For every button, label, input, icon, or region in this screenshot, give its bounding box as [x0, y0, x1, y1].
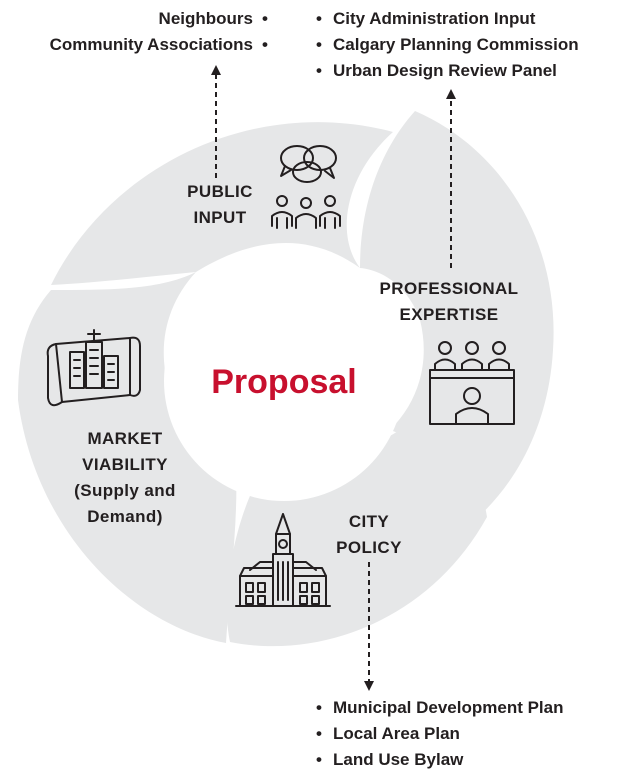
city-policy-label-line-1: CITY — [349, 512, 390, 531]
city-blueprint-icon — [46, 329, 141, 407]
professional-expertise-label: PROFESSIONAL EXPERTISE — [380, 279, 519, 324]
list-item: • Land Use Bylaw — [316, 750, 464, 769]
segment-public-input — [51, 122, 393, 285]
bullet: • — [316, 9, 322, 28]
bullet: • — [316, 61, 322, 80]
professional-expertise-label-line-1: PROFESSIONAL — [380, 279, 519, 298]
market-viability-label-line-1: MARKET — [87, 429, 162, 448]
segment-professional-expertise — [360, 111, 554, 520]
professional-expertise-item-1: City Administration Input — [333, 9, 536, 28]
professional-expertise-item-2: Calgary Planning Commission — [333, 35, 579, 54]
bullet: • — [316, 724, 322, 743]
professional-expertise-label-line-2: EXPERTISE — [399, 305, 498, 324]
list-item: • Municipal Development Plan — [316, 698, 564, 717]
market-viability-label: MARKET VIABILITY (Supply and Demand) — [74, 429, 176, 526]
professional-expertise-list: • City Administration Input • Calgary Pl… — [316, 9, 579, 80]
city-hall-icon — [235, 513, 331, 607]
list-item: • Local Area Plan — [316, 724, 460, 743]
panel-meeting-icon — [429, 341, 515, 425]
list-item: Neighbours • — [159, 9, 268, 28]
public-input-label: PUBLIC INPUT — [187, 182, 253, 227]
market-viability-label-line-2: VIABILITY — [82, 455, 168, 474]
city-policy-item-2: Local Area Plan — [333, 724, 460, 743]
bullet: • — [316, 698, 322, 717]
bullet: • — [316, 750, 322, 769]
list-item: Community Associations • — [50, 35, 268, 54]
public-input-label-line-1: PUBLIC — [187, 182, 253, 201]
city-policy-list: • Municipal Development Plan • Local Are… — [316, 698, 564, 769]
center-label: Proposal — [211, 363, 356, 401]
bullet: • — [316, 35, 322, 54]
people-discussion-icon — [271, 145, 341, 229]
center-circle — [164, 261, 404, 501]
list-item: • Calgary Planning Commission — [316, 35, 579, 54]
city-policy-item-1: Municipal Development Plan — [333, 698, 564, 717]
segment-market-viability — [18, 272, 237, 643]
bullet: • — [262, 35, 268, 54]
city-policy-item-3: Land Use Bylaw — [333, 750, 464, 769]
public-input-item-2: Community Associations — [50, 35, 253, 54]
list-item: • Urban Design Review Panel — [316, 61, 557, 80]
city-policy-label-line-2: POLICY — [336, 538, 402, 557]
city-policy-label: CITY POLICY — [336, 512, 402, 557]
public-input-list: Neighbours • Community Associations • — [50, 9, 268, 54]
ring — [18, 111, 554, 647]
list-item: • City Administration Input — [316, 9, 536, 28]
professional-expertise-item-3: Urban Design Review Panel — [333, 61, 557, 80]
public-input-item-1: Neighbours — [159, 9, 253, 28]
market-viability-label-line-3: (Supply and — [74, 481, 176, 500]
bullet: • — [262, 9, 268, 28]
public-input-label-line-2: INPUT — [194, 208, 247, 227]
market-viability-label-line-4: Demand) — [87, 507, 163, 526]
